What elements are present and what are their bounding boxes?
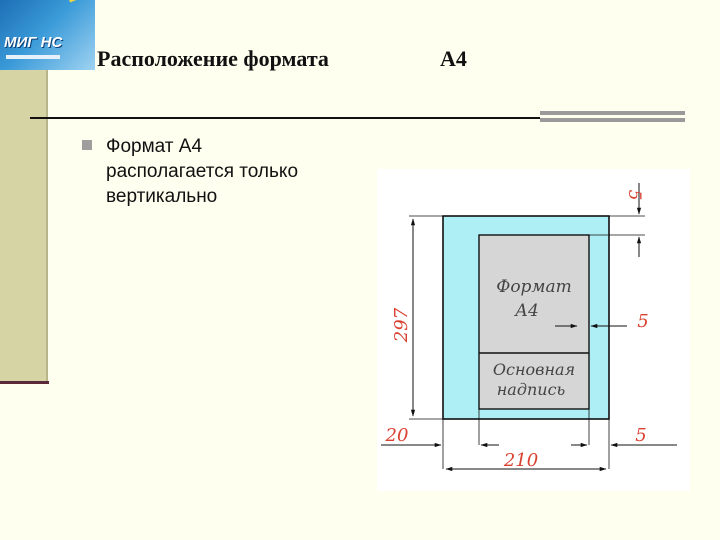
bullet-text: Формат А4 располагается только вертикаль… [106,134,366,209]
inner-label-1: Формат [496,277,572,297]
title-block-label-1: Основная [493,360,575,379]
bullet-line-3: вертикально [106,186,218,207]
dim-right-label: 5 [635,425,646,446]
bullet-square-icon [82,140,92,150]
title-divider-accent-1 [540,111,685,115]
bullet-line-1: Формат А4 [106,136,203,157]
a4-format-drawing: Формат А4 Основная надпись 297 5 5 20 5 … [377,169,690,491]
title-divider [30,117,540,119]
dim-height-label: 297 [391,307,412,343]
logo-underline [6,55,60,59]
logo: МИГ НС [0,0,95,70]
left-decor-edge [0,381,49,384]
title-divider-accent-2 [540,118,685,122]
slide-title-format: А4 [440,46,467,71]
inner-label-2: А4 [514,301,539,321]
title-block-label-2: надпись [497,380,566,399]
dim-top-label: 5 [624,190,644,201]
left-decor-rule [46,70,48,383]
bullet-line-2: располагается только [106,161,299,182]
inner-frame [478,234,590,410]
logo-text: МИГ НС [4,34,63,51]
slide-title: Расположение формата [97,46,329,71]
dim-width-label: 210 [503,450,538,471]
dim-left-label: 20 [385,425,409,446]
dim-mid-label: 5 [637,311,648,332]
